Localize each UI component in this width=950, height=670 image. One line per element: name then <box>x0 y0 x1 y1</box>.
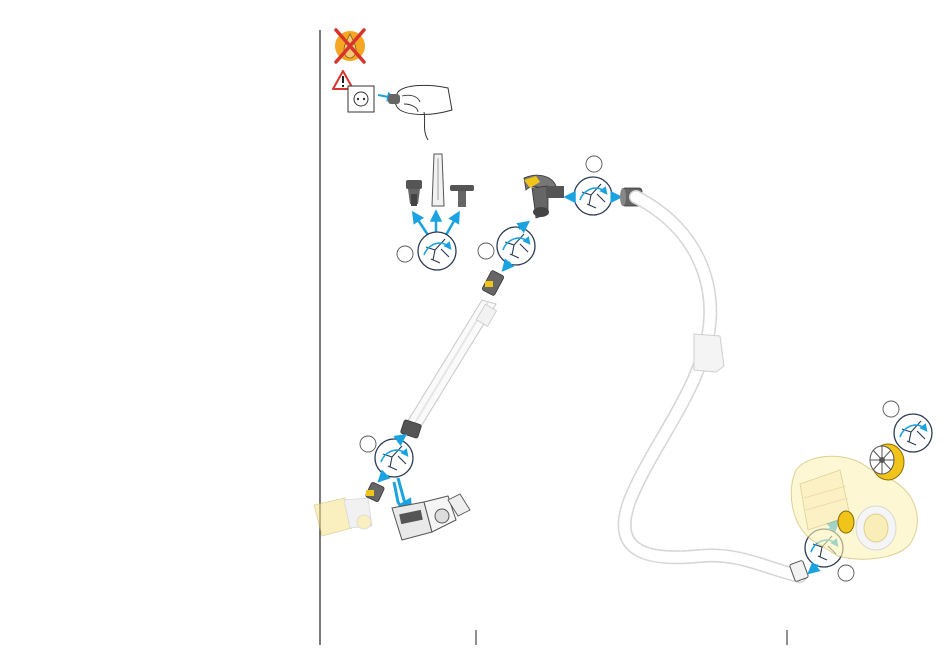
twist-lock-icon <box>418 232 456 270</box>
step-circle-hose-handle <box>586 156 602 172</box>
arrow-down-floor <box>380 474 386 480</box>
step-circle-inlet <box>838 565 854 581</box>
no-water-icon <box>335 30 365 62</box>
stair-brush-tool <box>406 180 422 206</box>
hose-handle <box>524 175 564 218</box>
arrow-up-left <box>414 214 428 235</box>
step-circle-floor <box>360 436 376 452</box>
crevice-tool <box>432 154 444 206</box>
wand-handle-connector <box>482 270 505 296</box>
twist-lock-icon <box>375 439 413 477</box>
step-circle-filter <box>883 401 899 417</box>
unplug-icon <box>348 85 452 140</box>
twist-lock-icon <box>574 177 612 215</box>
wand <box>400 270 504 438</box>
step-circle-wand <box>478 243 494 259</box>
floor-tool-ghost <box>314 498 372 536</box>
post-motor-filter-seat <box>838 511 854 533</box>
hose <box>625 197 800 576</box>
arrow-down-inlet <box>810 565 818 572</box>
step-circle-accessory <box>397 246 413 262</box>
accessory-tools <box>406 154 474 235</box>
twist-lock-icon <box>894 414 932 452</box>
upholstery-tool <box>450 185 474 207</box>
twist-lock-icon <box>497 227 535 265</box>
arrow-up-right <box>446 214 458 235</box>
